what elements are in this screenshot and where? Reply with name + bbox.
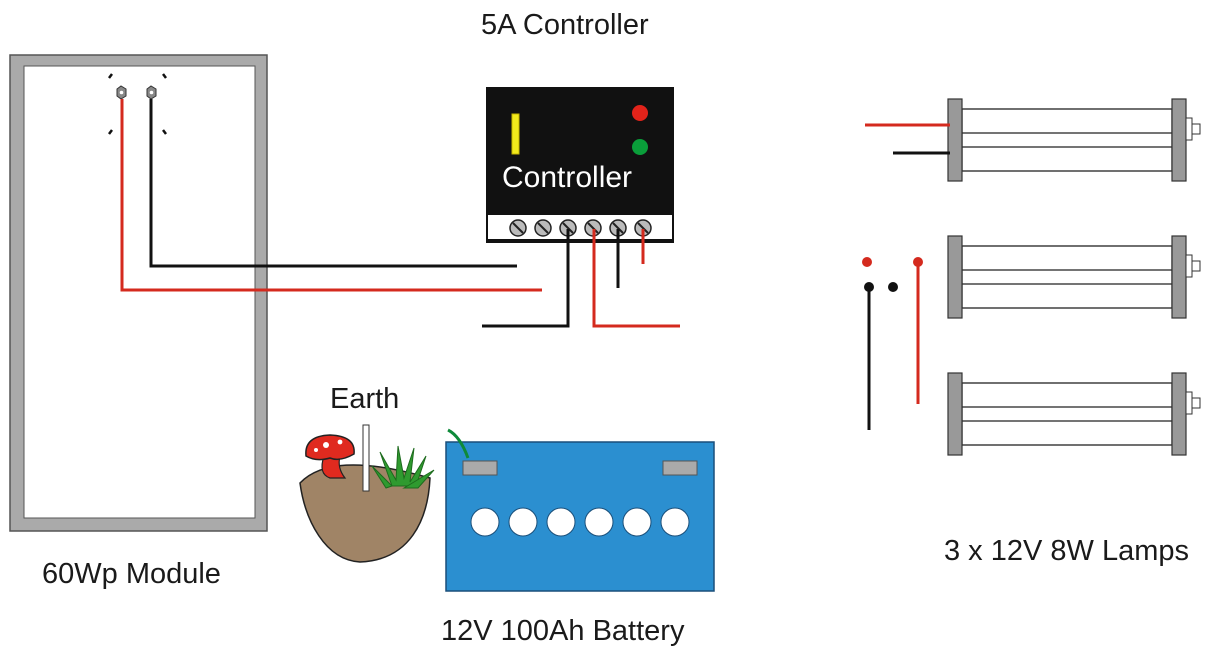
controller-led-green xyxy=(632,139,648,155)
module-face xyxy=(23,65,256,519)
mushroom-spot xyxy=(337,439,343,445)
battery-cell-cap xyxy=(470,507,500,537)
mushroom-cap xyxy=(305,434,355,461)
lamp-contact-positive xyxy=(862,257,872,267)
lamp xyxy=(947,372,1201,456)
mushroom-spot xyxy=(323,442,329,448)
mushroom-stem xyxy=(321,455,347,479)
module-label: 60Wp Module xyxy=(42,558,221,590)
lamp-tube xyxy=(961,108,1173,172)
battery-cell-cap xyxy=(546,507,576,537)
lamp xyxy=(947,98,1201,182)
lamp-tube xyxy=(961,382,1173,446)
battery-cell-cap xyxy=(584,507,614,537)
controller-terminal-screw xyxy=(559,219,577,237)
charge-controller: Controller xyxy=(482,87,680,328)
lamp-tube xyxy=(961,245,1173,309)
battery-negative-wire xyxy=(482,229,570,328)
battery xyxy=(445,428,715,592)
lamp-endcap xyxy=(947,372,963,456)
lamp-endcap xyxy=(947,98,963,182)
earth-soil xyxy=(299,464,431,563)
battery-label: 12V 100Ah Battery xyxy=(441,615,685,647)
junction-box-marks xyxy=(108,73,167,135)
lamp-wiring xyxy=(862,123,950,430)
earth-wire xyxy=(447,428,470,459)
earth-ground: Earth xyxy=(299,383,435,563)
controller-terminal-screw xyxy=(534,219,552,237)
solar-module xyxy=(9,54,542,532)
lamp xyxy=(947,235,1201,319)
battery-positive-wire xyxy=(592,229,680,328)
lamp-endcap xyxy=(1171,372,1187,456)
controller-terminal-screw xyxy=(509,219,527,237)
earth-label: Earth xyxy=(330,383,399,415)
controller-face-label: Controller xyxy=(502,161,632,194)
lamp-endcap xyxy=(947,235,963,319)
grass xyxy=(371,445,435,489)
battery-cell-cap xyxy=(622,507,652,537)
lamp-endcap xyxy=(1171,98,1187,182)
mushroom-spot xyxy=(314,448,318,452)
module-negative-wire xyxy=(149,99,517,268)
earth-rod xyxy=(362,424,370,492)
battery-terminal-negative xyxy=(462,460,498,476)
lamp-endcap xyxy=(1171,235,1187,319)
controller-title-label: 5A Controller xyxy=(481,9,649,41)
lamps-label: 3 x 12V 8W Lamps xyxy=(944,535,1189,567)
controller-indicator-bar xyxy=(511,113,520,155)
controller-led-red xyxy=(632,105,648,121)
controller-terminals xyxy=(509,219,652,237)
battery-cells xyxy=(470,507,690,537)
battery-terminal-positive xyxy=(662,460,698,476)
lamp-contact-negative xyxy=(888,282,898,292)
module-terminal-positive xyxy=(116,85,127,100)
battery-cell-cap xyxy=(508,507,538,537)
module-positive-wire xyxy=(120,99,542,292)
battery-cell-cap xyxy=(660,507,690,537)
module-terminal-negative xyxy=(146,85,157,100)
lamps xyxy=(947,98,1201,456)
